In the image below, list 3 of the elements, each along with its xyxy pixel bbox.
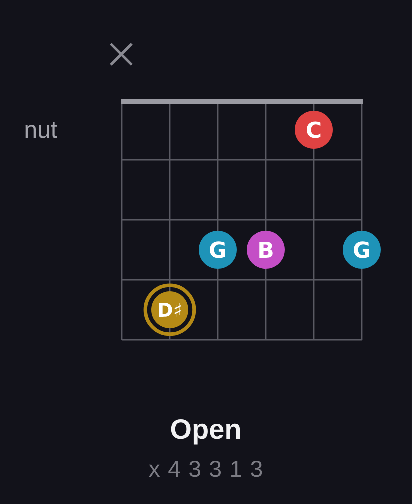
fret-label: nut — [26, 122, 58, 138]
chord-name: Open — [171, 419, 240, 445]
fingering-text: x 4 3 3 1 3 — [149, 460, 262, 478]
